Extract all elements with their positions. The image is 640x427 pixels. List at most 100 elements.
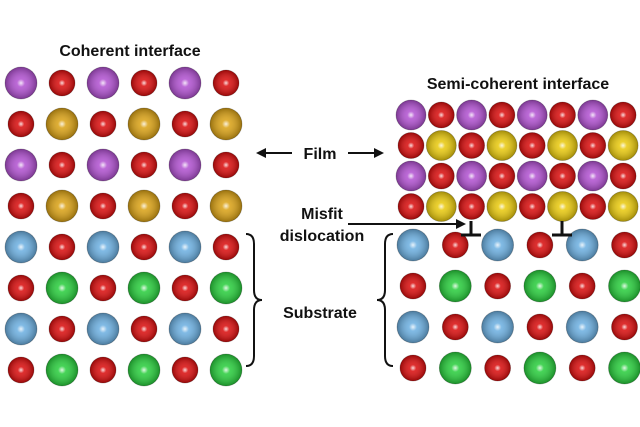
atom-highlight bbox=[169, 231, 201, 263]
dislocation-symbol-2 bbox=[552, 221, 572, 237]
atom-highlight bbox=[210, 272, 242, 304]
atom-highlight bbox=[131, 316, 157, 342]
atom-highlight bbox=[547, 191, 578, 222]
atom-highlight bbox=[610, 102, 637, 128]
misfit-label-line1: Misfit bbox=[301, 206, 343, 223]
atom-highlight bbox=[46, 108, 78, 140]
atom-highlight bbox=[481, 311, 514, 343]
atom-highlight bbox=[517, 161, 548, 191]
atom-highlight bbox=[439, 352, 472, 384]
atom-highlight bbox=[5, 149, 37, 181]
atom-highlight bbox=[608, 270, 640, 302]
semicoherent-title: Semi-coherent interface bbox=[427, 76, 609, 93]
atom-highlight bbox=[172, 193, 198, 219]
atom-highlight bbox=[90, 275, 116, 301]
atom-highlight bbox=[486, 130, 517, 161]
atom-highlight bbox=[577, 161, 608, 191]
atom-highlight bbox=[172, 275, 198, 301]
atom-highlight bbox=[87, 67, 119, 99]
atom-highlight bbox=[426, 130, 457, 161]
atom-highlight bbox=[396, 161, 426, 191]
atom-highlight bbox=[569, 273, 596, 299]
atom-highlight bbox=[397, 311, 429, 343]
atom-highlight bbox=[523, 352, 556, 384]
atom-highlight bbox=[579, 193, 606, 220]
atom-highlight bbox=[131, 70, 157, 96]
atom-highlight bbox=[213, 316, 239, 342]
atom-highlight bbox=[398, 193, 424, 220]
atom-highlight bbox=[428, 163, 455, 189]
atom-highlight bbox=[49, 316, 75, 342]
atom-highlight bbox=[131, 234, 157, 260]
atom-highlight bbox=[128, 354, 160, 386]
coherent-title: Coherent interface bbox=[59, 43, 200, 60]
atom-highlight bbox=[169, 149, 201, 181]
atom-highlight bbox=[49, 70, 75, 96]
atom-highlight bbox=[577, 100, 608, 130]
atom-highlight bbox=[90, 193, 116, 219]
atom-highlight bbox=[458, 193, 485, 220]
atom-highlight bbox=[549, 163, 576, 189]
atom-highlight bbox=[213, 152, 239, 178]
atom-highlight bbox=[428, 102, 455, 128]
arrow-right-icon bbox=[374, 148, 384, 158]
atom-highlight bbox=[210, 354, 242, 386]
atom-highlight bbox=[610, 163, 637, 189]
atom-highlight bbox=[213, 234, 239, 260]
atom-highlight bbox=[484, 273, 511, 299]
atom-highlight bbox=[398, 132, 424, 159]
atom-highlight bbox=[128, 190, 160, 222]
atom-highlight bbox=[579, 132, 606, 159]
atom-highlight bbox=[90, 111, 116, 137]
misfit-label-line2: dislocation bbox=[280, 228, 364, 245]
atom-highlight bbox=[213, 70, 239, 96]
atom-highlight bbox=[400, 273, 426, 299]
atom-highlight bbox=[5, 67, 37, 99]
atom-highlight bbox=[456, 161, 487, 191]
semicoherent-film-lattice bbox=[395, 99, 639, 222]
atom-highlight bbox=[5, 313, 37, 345]
atom-highlight bbox=[486, 191, 517, 222]
atom-highlight bbox=[210, 190, 242, 222]
atom-highlight bbox=[608, 191, 639, 222]
atom-highlight bbox=[8, 357, 34, 383]
atom-highlight bbox=[87, 231, 119, 263]
atom-highlight bbox=[569, 355, 596, 381]
atom-highlight bbox=[172, 357, 198, 383]
atom-highlight bbox=[426, 191, 457, 222]
atom-highlight bbox=[396, 100, 426, 130]
left-brace bbox=[245, 233, 263, 367]
dislocation-symbol-1 bbox=[461, 221, 481, 237]
semicoherent-substrate-lattice bbox=[396, 228, 640, 385]
atom-highlight bbox=[169, 313, 201, 345]
atom-highlight bbox=[46, 190, 78, 222]
atom-highlight bbox=[210, 108, 242, 140]
film-label: Film bbox=[304, 146, 337, 163]
atom-highlight bbox=[526, 314, 553, 340]
atom-highlight bbox=[517, 100, 548, 130]
atom-highlight bbox=[169, 67, 201, 99]
atom-highlight bbox=[442, 232, 469, 258]
coherent-film-lattice bbox=[4, 66, 243, 223]
substrate-label: Substrate bbox=[283, 305, 357, 322]
atom-highlight bbox=[400, 355, 426, 381]
atom-highlight bbox=[547, 130, 578, 161]
atom-highlight bbox=[566, 311, 599, 343]
atom-highlight bbox=[611, 314, 638, 340]
right-brace bbox=[376, 233, 394, 367]
atom-highlight bbox=[488, 102, 515, 128]
coherent-substrate-lattice bbox=[4, 230, 243, 387]
atom-highlight bbox=[611, 232, 638, 258]
atom-highlight bbox=[519, 132, 546, 159]
atom-highlight bbox=[5, 231, 37, 263]
atom-highlight bbox=[439, 270, 472, 302]
atom-highlight bbox=[87, 149, 119, 181]
atom-highlight bbox=[458, 132, 485, 159]
atom-highlight bbox=[456, 100, 487, 130]
film-label-group: Film bbox=[256, 146, 384, 163]
atom-highlight bbox=[549, 102, 576, 128]
atom-highlight bbox=[397, 229, 429, 261]
atom-highlight bbox=[526, 232, 553, 258]
atom-highlight bbox=[608, 130, 639, 161]
